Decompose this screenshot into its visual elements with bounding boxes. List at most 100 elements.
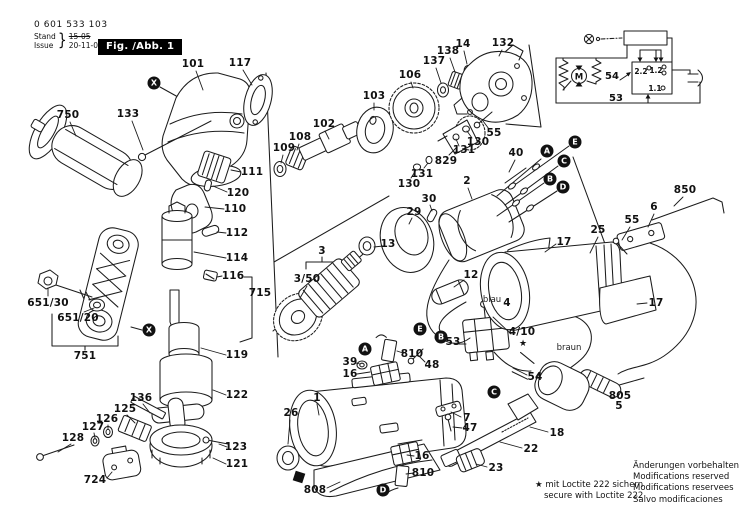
leader-line — [492, 316, 512, 335]
part-label-133: 133 — [116, 108, 140, 120]
stand-value: 15-05 — [68, 31, 91, 41]
part-label-121: 121 — [225, 458, 249, 470]
part-label-850: 850 — [673, 184, 697, 196]
part-label-119: 119 — [225, 349, 249, 361]
part-label-5: 5 — [615, 400, 623, 412]
part-label-17: 17 — [648, 297, 664, 309]
leader-line — [373, 245, 384, 248]
gear-106 — [388, 82, 440, 134]
part-label-102: 102 — [312, 118, 336, 130]
leader-line — [463, 50, 468, 65]
part-label-810: 810 — [411, 467, 435, 479]
leader-line — [396, 350, 404, 354]
bearing-103 — [356, 106, 394, 154]
schematic-label-53: 53 — [609, 93, 623, 104]
bearing-flange-117 — [243, 74, 273, 126]
part-label-6: 6 — [650, 201, 658, 213]
part-label-131: 131 — [452, 144, 476, 156]
part-label-7: 7 — [463, 412, 471, 424]
ref-marker-C: C — [557, 154, 571, 168]
leader-line — [508, 159, 516, 173]
part-label-103: 103 — [362, 90, 386, 102]
clamp-724 — [102, 445, 142, 481]
loctite-note-de: ★ mit Loctite 222 sichern — [535, 480, 644, 490]
needle-sleeve-111 — [197, 150, 232, 184]
part-label-651-20: 651/20 — [57, 312, 99, 324]
part-label-17: 17 — [556, 236, 572, 248]
screw-48 — [407, 348, 424, 365]
leader-line — [453, 279, 465, 288]
part-label-4: 4 — [503, 297, 511, 309]
leader-line — [326, 481, 341, 489]
leader-line — [126, 414, 136, 424]
part-label-131: 131 — [410, 168, 434, 180]
wiring-schematic: M 54 53 2.2 1.2 1.1 — [555, 30, 704, 104]
modifications-de: Änderungen vorbehalten — [633, 461, 740, 471]
part-label-55: 55 — [624, 214, 640, 226]
ref-marker-E: E — [568, 135, 582, 149]
hex-key-850 — [651, 197, 725, 221]
leader-line — [647, 213, 655, 228]
part-label-3-50: 3/50 — [293, 273, 321, 285]
bracket-125 — [117, 415, 152, 442]
leader-line — [435, 67, 442, 84]
issue-label: Issue — [34, 41, 54, 51]
part-label-132: 132 — [491, 37, 515, 49]
leader-line — [450, 411, 462, 418]
leader-line — [466, 130, 473, 139]
ref-marker-D: D — [376, 483, 390, 497]
part-label-101: 101 — [181, 58, 205, 70]
ref-marker-A: A — [358, 342, 372, 356]
part-label-137: 137 — [422, 55, 446, 67]
ref-marker-X: X — [142, 323, 156, 337]
plug-symbol — [697, 69, 704, 87]
cross-holder — [151, 397, 205, 431]
part-label-125: 125 — [113, 403, 137, 415]
leader-line — [498, 49, 503, 57]
part-label-715: 715 — [248, 287, 272, 299]
leader-line — [673, 196, 684, 207]
screw-47 — [444, 413, 452, 432]
ref-marker-B: B — [543, 172, 557, 186]
part-label-130: 130 — [466, 136, 490, 148]
figure-label: Fig. /Abb. 1 — [98, 39, 183, 55]
part-label-724: 724 — [83, 474, 107, 486]
washer-137 — [436, 82, 450, 98]
grommet-39 — [356, 360, 368, 370]
part-label-136: 136 — [129, 392, 153, 404]
part-label-111: 111 — [240, 166, 264, 178]
title-block: 0 601 533 103 Stand Issue } 15-05 20-11-… — [34, 20, 108, 51]
part-label-122: 122 — [225, 389, 249, 401]
leader-line — [405, 472, 415, 475]
leader-line — [69, 121, 77, 137]
part-label-106: 106 — [398, 69, 422, 81]
part-label-29: 29 — [406, 206, 422, 218]
leader-line — [296, 143, 300, 151]
leader-lines — [47, 49, 684, 489]
plate-7 — [435, 400, 462, 417]
wire-color-label: braun — [556, 343, 582, 353]
part-label-112: 112 — [225, 227, 249, 239]
ref-marker-D: D — [556, 180, 570, 194]
part-label-751: 751 — [73, 350, 97, 362]
leader-line — [299, 285, 308, 299]
leader-line — [83, 307, 95, 313]
leader-line — [418, 355, 426, 363]
stand-label: Stand — [34, 31, 56, 41]
part-label-55: 55 — [486, 127, 502, 139]
suppressor-12 — [431, 279, 469, 305]
pin-30 — [426, 208, 438, 223]
part-label-26: 26 — [283, 407, 299, 419]
part-label-18: 18 — [549, 427, 565, 439]
leader-line — [636, 302, 648, 305]
modifications-en: Modifications reserved — [633, 472, 730, 483]
part-label-4-10: 4/10 — [508, 326, 536, 338]
part-label-12: 12 — [463, 269, 479, 281]
leader-line — [544, 243, 557, 253]
leader-line — [455, 138, 460, 147]
screw-133 — [137, 120, 212, 162]
leader-line — [57, 443, 72, 453]
